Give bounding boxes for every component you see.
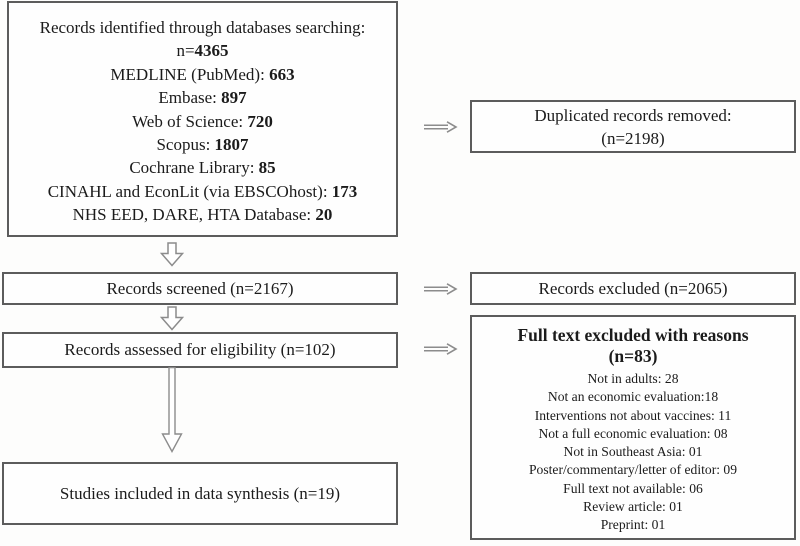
fulltext-reason: Preprint: 01: [600, 517, 666, 533]
identified-title: Records identified through databases sea…: [39, 18, 366, 37]
identified-source-line: MEDLINE (PubMed): 663: [110, 64, 295, 84]
fulltext-reason: Poster/commentary/letter of editor: 09: [528, 462, 737, 478]
fulltext-reason: Not in Southeast Asia: 01: [563, 444, 703, 460]
duplicates-line2: (n=2198): [601, 128, 665, 148]
long-down-arrow-icon: [160, 366, 184, 458]
box-records-assessed: Records assessed for eligibility (n=102): [2, 332, 398, 368]
fulltext-reason: Not in adults: 28: [587, 371, 679, 386]
identified-source-line: NHS EED, DARE, HTA Database: 20: [72, 205, 333, 225]
box-records-excluded: Records excluded (n=2065): [470, 272, 796, 305]
identified-source-line: Web of Science: 720: [132, 111, 273, 131]
right-arrow-icon: [423, 342, 458, 361]
box-fulltext-excluded: Full text excluded with reasons (n=83) N…: [470, 315, 796, 540]
identified-source-line: Scopus: 1807: [156, 135, 249, 155]
box-records-screened: Records screened (n=2167): [2, 272, 398, 305]
down-arrow-icon: [159, 306, 185, 336]
fulltext-reason: Not a full economic evaluation: 08: [538, 425, 728, 441]
assessed-label: Records assessed for eligibility (n=102): [64, 340, 336, 359]
fulltext-reason: Review article: 01: [583, 499, 683, 515]
fulltext-title: Full text excluded with reasons: [517, 325, 749, 345]
fulltext-subtitle: (n=83): [608, 346, 658, 366]
box-studies-included: Studies included in data synthesis (n=19…: [2, 462, 398, 525]
down-arrow-icon: [159, 242, 185, 272]
fulltext-reason: Not an economic evaluation:18: [547, 389, 719, 405]
box-duplicates-removed: Duplicated records removed: (n=2198): [470, 100, 796, 153]
identified-source-line: Cochrane Library: 85: [129, 158, 276, 178]
identified-source-line: CINAHL and EconLit (via EBSCOhost): 173: [47, 181, 358, 201]
identified-source-line: Embase: 897: [158, 88, 247, 108]
box-records-identified: Records identified through databases sea…: [7, 1, 398, 237]
included-label: Studies included in data synthesis (n=19…: [59, 483, 341, 503]
right-arrow-icon: [423, 282, 458, 301]
fulltext-reason: Interventions not about vaccines: 11: [534, 407, 732, 423]
excluded-label: Records excluded (n=2065): [538, 278, 728, 298]
duplicates-line1: Duplicated records removed:: [534, 105, 732, 125]
right-arrow-icon: [423, 120, 458, 139]
fulltext-reason: Full text not available: 06: [563, 480, 703, 496]
screened-label: Records screened (n=2167): [106, 278, 294, 298]
identified-total: n=4365: [176, 41, 229, 61]
